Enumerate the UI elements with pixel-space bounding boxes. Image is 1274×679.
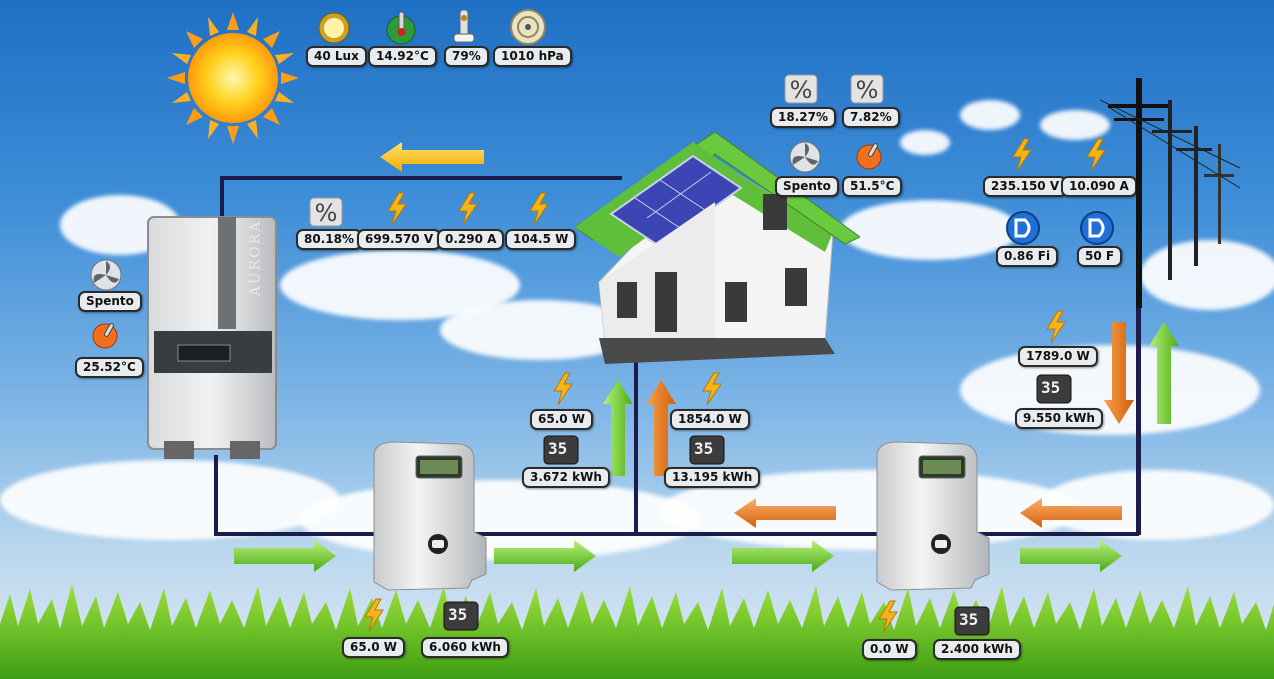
grid-power-factor: 0.86 Fi — [996, 246, 1059, 267]
house-percent-a: 18.27% — [770, 107, 836, 128]
inverter-current: 0.290 A — [437, 229, 505, 250]
inverter-efficiency: 80.18% — [296, 229, 362, 250]
bolt-icon — [553, 372, 573, 406]
arrow-left-orange — [734, 498, 836, 528]
inverter-voltage: 699.570 V — [357, 229, 442, 250]
bolt-icon — [1046, 310, 1066, 344]
bolt-icon — [529, 192, 549, 226]
exchange-bottom-power: 0.0 W — [862, 639, 917, 660]
inverter-power: 104.5 W — [505, 229, 577, 250]
inverter-brand: AURORA — [247, 219, 264, 297]
grid-power: 1789.0 W — [1018, 346, 1098, 367]
meter-counter-label: 35 — [548, 439, 568, 458]
arrow-right-green — [732, 540, 834, 572]
exchange-energy-meter — [876, 441, 990, 591]
percent-icon: % — [784, 74, 818, 104]
fan-icon — [90, 259, 122, 291]
wire-left-top — [220, 176, 224, 216]
thermometer-red-icon — [856, 143, 882, 170]
grid-energy: 9.550 kWh — [1015, 408, 1103, 429]
production-bottom-energy: 6.060 kWh — [421, 637, 509, 658]
outdoor-temp-value: 14.92°C — [368, 46, 437, 67]
house-with-solar-panel — [575, 132, 860, 364]
wire-left-bottom — [214, 455, 218, 535]
humidity-value: 79% — [444, 46, 489, 67]
arrow-right-green — [494, 540, 596, 572]
meter-counter-icon — [689, 435, 725, 465]
thermometer-green-icon — [386, 11, 416, 45]
bolt-icon — [387, 192, 407, 226]
grid-current: 10.090 A — [1061, 176, 1137, 197]
bolt-icon — [878, 600, 898, 634]
meter-counter-label: 35 — [694, 439, 714, 458]
exchange-bottom-energy: 2.400 kWh — [933, 639, 1021, 660]
power-factor-icon — [1006, 211, 1040, 245]
inverter-fan-status: Spento — [78, 291, 142, 312]
production-power: 65.0 W — [530, 409, 594, 430]
meter-counter-icon — [443, 601, 479, 631]
bolt-icon — [458, 192, 478, 226]
bolt-icon — [364, 598, 384, 632]
cloud — [1040, 110, 1110, 140]
sun-icon — [167, 12, 299, 144]
inverter-device — [147, 216, 277, 459]
house-temp-value: 51.5°C — [842, 176, 903, 197]
cloud — [300, 480, 700, 560]
svg-text:%: % — [790, 76, 813, 104]
meter-counter-label: 35 — [1041, 378, 1061, 397]
frequency-icon — [1080, 211, 1114, 245]
arrow-up-green — [603, 380, 633, 476]
svg-text:%: % — [856, 76, 879, 104]
cloud — [960, 345, 1260, 435]
arrow-right-green — [1020, 540, 1122, 572]
grid-voltage: 235.150 V — [983, 176, 1068, 197]
bolt-icon — [1086, 138, 1106, 172]
percent-icon: % — [850, 74, 884, 104]
fan-icon — [789, 141, 821, 173]
arrow-left-orange — [1020, 498, 1122, 528]
arrow-up-orange — [646, 380, 676, 476]
cloud — [840, 200, 1020, 260]
thermometer-red-icon — [92, 323, 118, 349]
pressure-value: 1010 hPa — [493, 46, 572, 67]
barometer-icon — [510, 9, 546, 45]
inverter-temp-value: 25.52°C — [75, 357, 144, 378]
cloud — [0, 460, 340, 540]
humidity-icon — [453, 9, 475, 43]
power-pole — [1100, 78, 1241, 308]
meter-counter-label: 35 — [448, 605, 468, 624]
production-bottom-power: 65.0 W — [342, 637, 406, 658]
arrow-right-green — [234, 540, 336, 572]
wire-bottom — [214, 532, 1139, 536]
meter-counter-icon — [954, 606, 990, 636]
cloud — [900, 130, 950, 155]
svg-text:%: % — [315, 199, 338, 227]
consumption-power: 1854.0 W — [670, 409, 750, 430]
cloud — [1040, 470, 1274, 540]
house-percent-b: 7.82% — [842, 107, 900, 128]
arrow-down-orange — [1104, 322, 1134, 424]
house-fan-status: Spento — [775, 176, 839, 197]
production-energy: 3.672 kWh — [522, 467, 610, 488]
wire-house — [634, 320, 638, 534]
lux-bulb-icon — [318, 12, 350, 44]
grass — [0, 584, 1274, 679]
arrow-up-green — [1149, 322, 1179, 424]
production-energy-meter — [373, 441, 487, 591]
consumption-energy: 13.195 kWh — [664, 467, 761, 488]
bolt-icon — [1012, 138, 1032, 172]
percent-icon: % — [309, 197, 343, 227]
arrow-left-yellow — [380, 142, 484, 172]
wire-top — [222, 176, 622, 180]
lux-value: 40 Lux — [306, 46, 367, 67]
meter-counter-label: 35 — [959, 610, 979, 629]
meter-counter-icon — [1036, 374, 1072, 404]
meter-counter-icon — [543, 435, 579, 465]
cloud — [960, 100, 1020, 130]
grid-frequency: 50 F — [1077, 246, 1123, 267]
cloud — [1140, 240, 1274, 310]
bolt-icon — [702, 372, 722, 406]
